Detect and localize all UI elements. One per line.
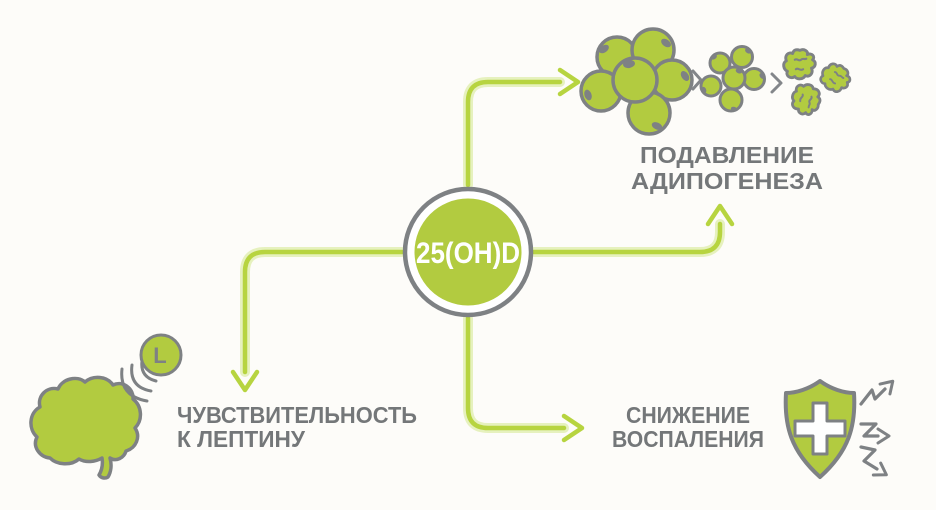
shrunken-adipocyte: [786, 79, 826, 120]
deflected-arrows-icon: [859, 379, 895, 477]
brain-leptin-icon: L: [29, 333, 183, 480]
chevron-right-icon: [770, 72, 783, 94]
inflammation-label: СНИЖЕНИЕ ВОСПАЛЕНИЯ: [612, 402, 764, 452]
hub-green-disc: [414, 198, 522, 306]
arrow-to-adipogenesis-label: [531, 203, 735, 255]
shrunken-adipocyte: [782, 48, 817, 81]
adipocyte-cluster-shrunken: [782, 48, 857, 120]
adipocyte-cluster-medium: [699, 45, 766, 113]
medical-cross-icon: [793, 401, 847, 456]
arrow-to-adipocytes: [465, 67, 581, 188]
arrow-to-leptin: [230, 249, 405, 393]
shrunken-adipocyte: [814, 57, 857, 99]
leptin-letter: L: [153, 343, 166, 368]
leptin-label-line1: ЧУВСТВИТЕЛЬНОСТЬ: [177, 402, 417, 428]
leptin-marker-icon: L: [139, 333, 183, 377]
adipogenesis-label: ПОДАВЛЕНИЕ АДИПОГЕНЕЗА: [631, 142, 823, 194]
brain-icon: [29, 375, 143, 480]
adipocyte-cluster-large: [579, 27, 694, 136]
inflammation-label-line2: ВОСПАЛЕНИЯ: [612, 426, 764, 452]
adipogenesis-label-line1: ПОДАВЛЕНИЕ: [640, 142, 814, 168]
chevron-right-icon: [691, 69, 703, 91]
adipocyte-cells-icon: [579, 27, 857, 136]
branch-arrows: [230, 67, 735, 443]
center-node-25ohd: 25(OH)D: [402, 186, 534, 318]
arrow-to-inflammation: [465, 315, 585, 443]
center-node-label: 25(OH)D: [416, 237, 520, 270]
leptin-label: ЧУВСТВИТЕЛЬНОСТЬ К ЛЕПТИНУ: [177, 402, 417, 452]
shield-icon: [783, 379, 895, 479]
adipogenesis-label-line2: АДИПОГЕНЕЗА: [631, 168, 823, 194]
leptin-label-line2: К ЛЕПТИНУ: [177, 426, 306, 452]
inflammation-label-line1: СНИЖЕНИЕ: [626, 402, 750, 428]
